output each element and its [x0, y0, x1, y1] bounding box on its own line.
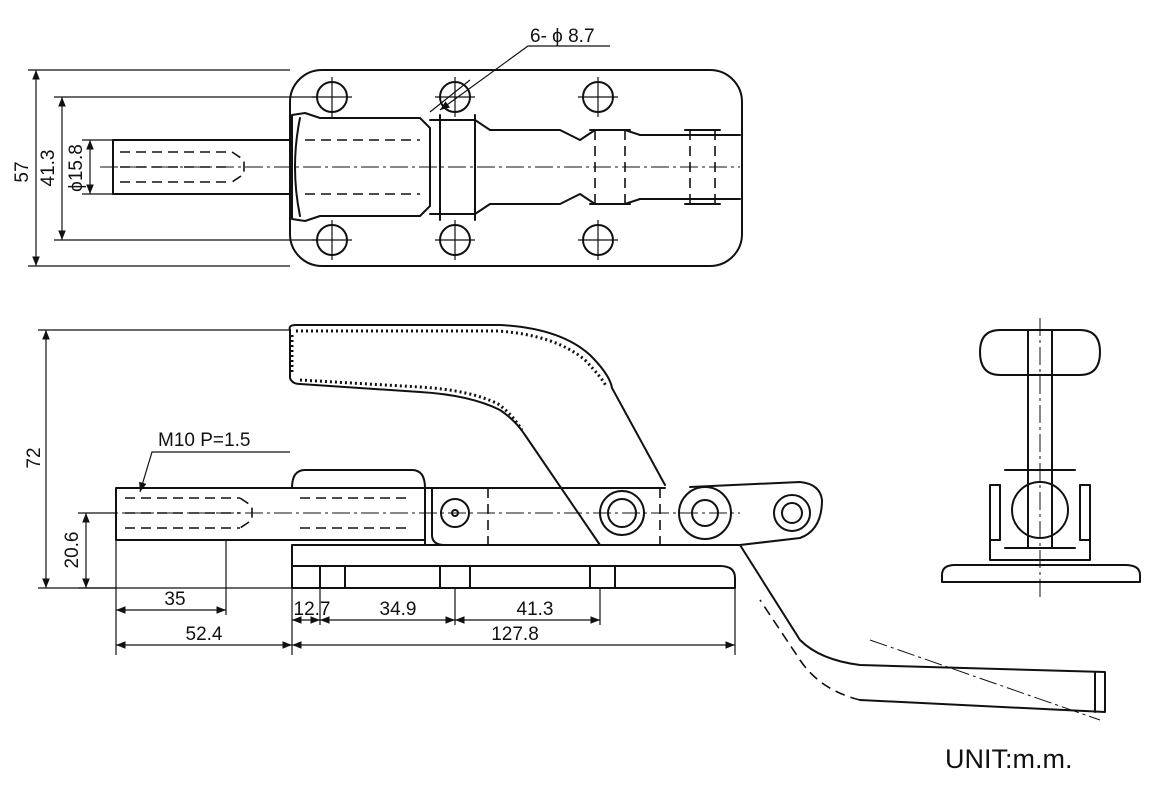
- hole-spacing-label: 41.3: [38, 150, 59, 187]
- plunger-length-label: 52.4: [186, 624, 223, 645]
- lever-arm: [689, 481, 1106, 721]
- pivot: [691, 499, 719, 527]
- hole-callout-label: 6- ϕ 8.7: [530, 26, 595, 47]
- mounting-holes: [312, 77, 618, 260]
- base-plate-outline: [289, 69, 743, 267]
- guide-body-top: [291, 112, 741, 222]
- guide-body-side: [291, 469, 666, 546]
- unit-label: UNIT:m.m.: [945, 744, 1073, 774]
- overall-width-label: 57: [12, 161, 33, 182]
- base-length-label: 127.8: [491, 624, 539, 645]
- hole-pitch-2-label: 41.3: [517, 599, 554, 620]
- pivot: [440, 498, 470, 528]
- pivot: [451, 509, 459, 517]
- pivot: [773, 494, 811, 532]
- thread-length-label: 35: [164, 589, 185, 610]
- height-label: 72: [24, 447, 45, 468]
- plunger-diameter-label: ϕ15.8: [66, 144, 87, 192]
- pivot: [607, 498, 637, 528]
- pivots-side: [440, 486, 811, 540]
- pivot: [599, 490, 645, 536]
- base-offset-label: 12.7: [294, 599, 331, 620]
- plunger-side: [100, 487, 740, 541]
- plunger-top: [100, 139, 740, 195]
- side-dimensions: [38, 329, 736, 655]
- hole-pitch-1-label: 34.9: [380, 599, 417, 620]
- pivot: [781, 502, 803, 524]
- handle-grip: [288, 324, 666, 546]
- plunger-height-label: 20.6: [62, 532, 83, 569]
- side-view: 72 M10 P=1.5 20.6 35 52.4 12.7 34.9 41.3…: [24, 324, 1106, 721]
- top-dimensions: [28, 45, 610, 267]
- base-side: [291, 544, 741, 589]
- thread-label: M10 P=1.5: [158, 430, 250, 451]
- top-view: 6- ϕ 8.7 57 41.3 ϕ15.8: [12, 26, 743, 267]
- end-view: [941, 318, 1141, 600]
